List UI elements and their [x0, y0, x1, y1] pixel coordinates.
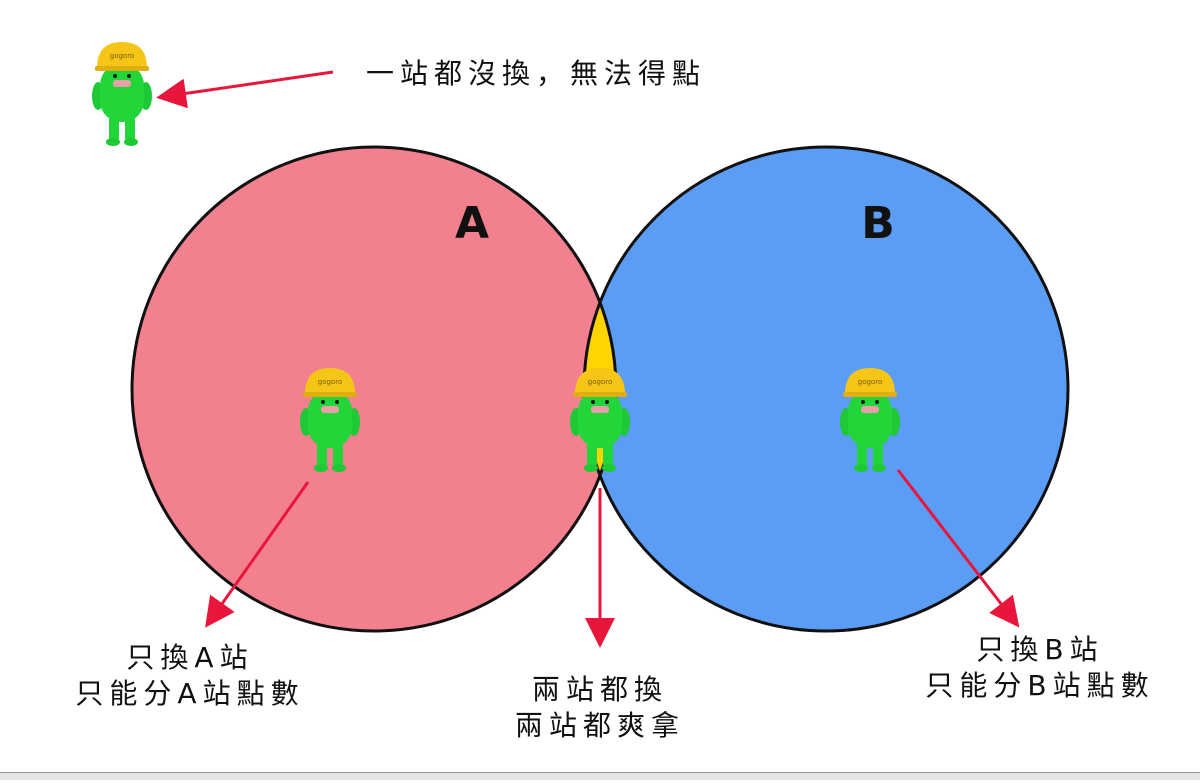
annotation-none-text: 一站都沒換，無法得點: [366, 57, 707, 90]
arrow-none: [156, 70, 334, 109]
annotation-only-b: 只換B站 只能分B站點數: [890, 632, 1190, 704]
circle-a: [132, 147, 616, 631]
svg-text:gogoro: gogoro: [318, 378, 342, 386]
mascot-only-a-icon: gogoro: [300, 368, 360, 472]
svg-text:gogoro: gogoro: [110, 52, 134, 60]
annotation-only-a-line2: 只能分A站點數: [75, 677, 305, 710]
arrow-only-a: [205, 481, 310, 628]
mascot-only-b-icon: gogoro: [840, 368, 900, 472]
mascot-none-icon: gogoro: [92, 42, 152, 146]
svg-text:gogoro: gogoro: [588, 378, 612, 386]
svg-text:gogoro: gogoro: [858, 378, 882, 386]
annotation-both-line1: 兩站都換: [531, 673, 668, 706]
arrow-only-b: [896, 469, 1020, 628]
bottom-divider: [0, 772, 1200, 780]
annotation-only-a-line1: 只換A站: [126, 641, 254, 674]
circle-a-letter: A: [455, 198, 489, 249]
annotation-none: 一站都沒換，無法得點: [366, 56, 706, 92]
annotation-only-b-line1: 只換B站: [976, 633, 1104, 666]
circle-b: [584, 147, 1068, 631]
annotation-both: 兩站都換 兩站都爽拿: [450, 672, 750, 744]
annotation-only-b-line2: 只能分B站點數: [925, 669, 1155, 702]
circle-b-letter: B: [861, 198, 895, 249]
annotation-only-a: 只換A站 只能分A站點數: [40, 640, 340, 712]
annotation-both-line2: 兩站都爽拿: [514, 709, 685, 742]
mascot-both-icon: gogoro: [570, 368, 630, 472]
